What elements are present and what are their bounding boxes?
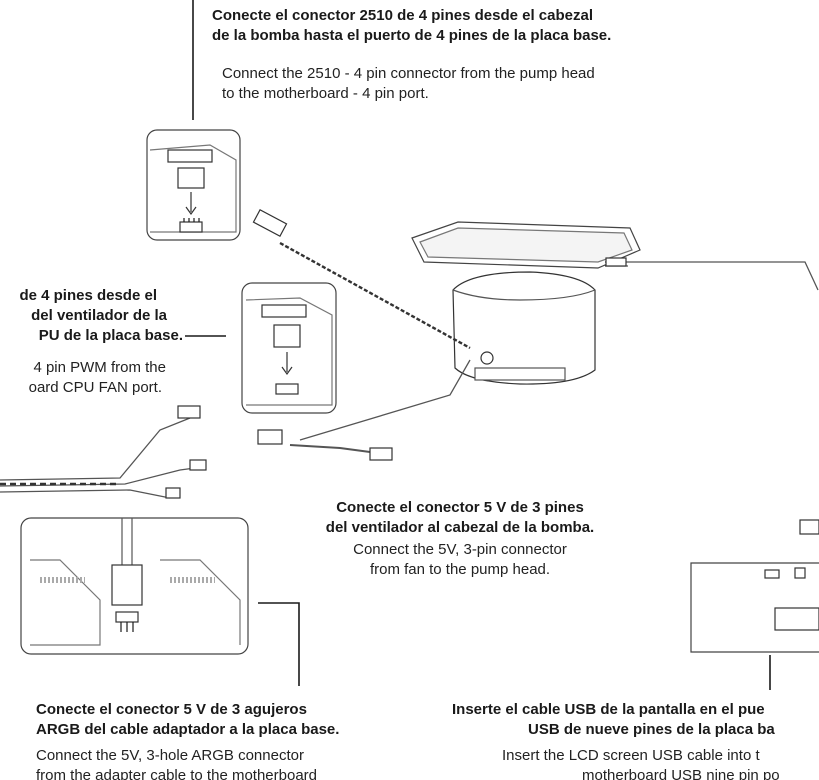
argb-en-line2: from the adapter cable to the motherboar… (36, 767, 318, 780)
inset-cpu-fan-header (241, 282, 337, 414)
pump-connector-es-line2: de la bomba hasta el puerto de 4 pines d… (212, 27, 612, 44)
fan-pwm-es-line1: de 4 pines desde el (19, 287, 157, 304)
argb-es-line1: Conecte el conector 5 V de 3 agujeros (36, 701, 307, 718)
inset-argb-header (20, 517, 249, 655)
fan-to-pump-en-line1: Connect the 5V, 3-pin connector (353, 541, 567, 558)
connectors (165, 208, 627, 499)
argb-es-line2: ARGB del cable adaptador a la placa base… (36, 721, 340, 738)
fan-pwm-en-line1: 4 pin PWM from the (33, 359, 166, 376)
fan-to-pump-es-line2: del ventilador al cabezal de la bomba. (325, 519, 595, 536)
pump-connector-en-line2: to the motherboard - 4 pin port. (222, 85, 429, 102)
fan-pwm-en-line2: oard CPU FAN port. (28, 379, 162, 396)
usb-en-line2: motherboard USB nine pin po (582, 767, 780, 780)
argb-en-line1: Connect the 5V, 3-hole ARGB connector (36, 747, 304, 764)
fan-pwm-es-line3: PU de la placa base. (38, 327, 183, 344)
lcd-panel (411, 221, 641, 269)
usb-es-line2: USB de nueve pines de la placa ba (528, 721, 775, 738)
inset-pump-header (146, 129, 241, 241)
usb-es-line1: Inserte el cable USB de la pantalla en e… (452, 701, 765, 718)
fan-to-pump-es-line1: Conecte el conector 5 V de 3 pines (336, 499, 584, 516)
usb-en-line1: Insert the LCD screen USB cable into t (502, 747, 760, 764)
fan-to-pump-en-line2: from fan to the pump head. (369, 561, 551, 578)
pump-connector-es-line1: Conecte el conector 2510 de 4 pines desd… (212, 7, 593, 24)
fan-pwm-es-line2: del ventilador de la (31, 307, 167, 324)
inset-usb-header (690, 519, 819, 653)
pump-connector-en-line1: Connect the 2510 - 4 pin connector from … (222, 65, 595, 82)
leader-lines (185, 0, 771, 690)
pump-head (452, 271, 596, 385)
